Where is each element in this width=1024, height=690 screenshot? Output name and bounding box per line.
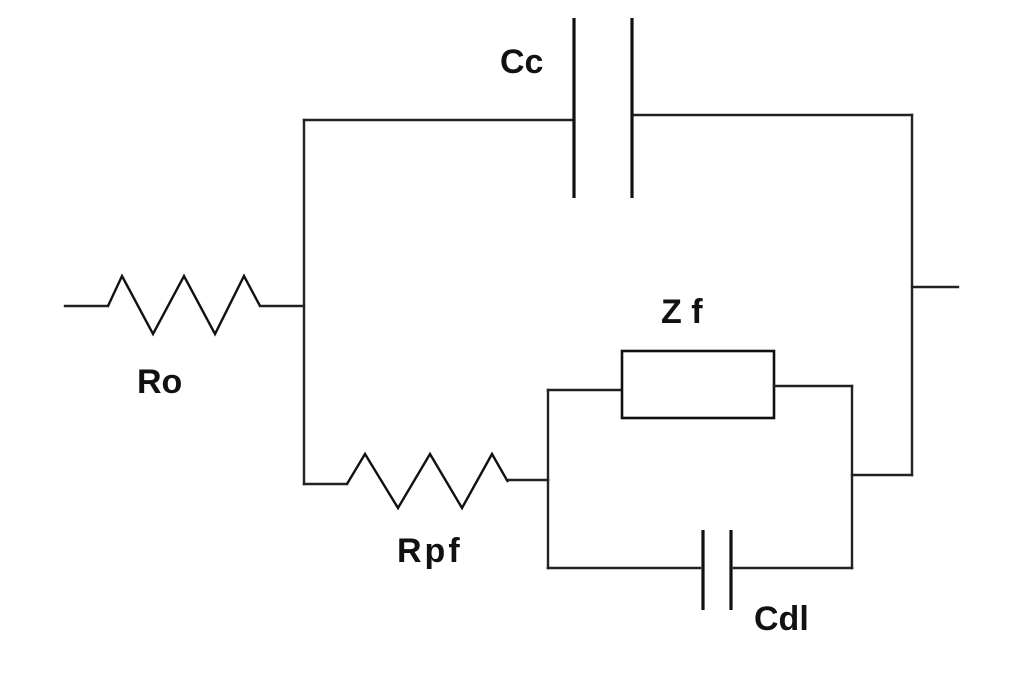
resistor-ro [106,273,262,337]
impedance-zf-box [620,349,776,420]
label-rpf: Rpf [397,532,463,570]
resistor-rpf [345,451,510,511]
label-cc: Cc [500,43,543,81]
label-ro: Ro [137,363,182,401]
label-cdl: Cdl [754,600,809,638]
label-zf: Z f [661,293,703,331]
